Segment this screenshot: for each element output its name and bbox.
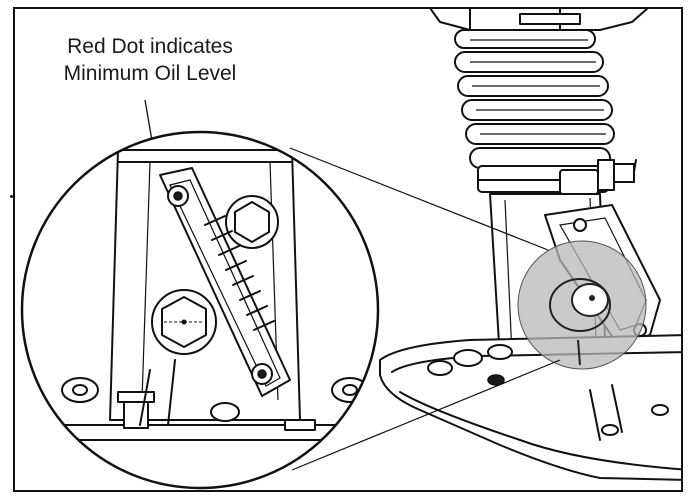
magnified-detail-circle	[20, 130, 380, 490]
figure-frame	[13, 7, 683, 492]
upper-housing	[429, 8, 649, 31]
lens-gauge-detail	[549, 278, 611, 366]
gauge-bottom-bolt-center	[257, 369, 267, 379]
gauge-ticks	[204, 215, 275, 331]
drain-plug-hex	[225, 195, 279, 249]
callout-line-1: Red Dot indicates	[67, 35, 233, 58]
magnifier-connector-lines	[289, 147, 561, 471]
gauge-top-bolt-center	[173, 191, 183, 201]
oil-sight-gauge	[159, 167, 291, 397]
bellows	[454, 29, 615, 169]
margin-dot	[10, 195, 13, 198]
base-plate	[379, 334, 682, 481]
rammer-machine	[379, 8, 682, 481]
callout-label: Red Dot indicates Minimum Oil Level	[30, 33, 270, 87]
clamp-ring	[477, 159, 637, 195]
minimum-level-dot	[181, 319, 187, 325]
oil-fill-plug	[151, 289, 217, 355]
callout-line-2: Minimum Oil Level	[63, 62, 237, 85]
